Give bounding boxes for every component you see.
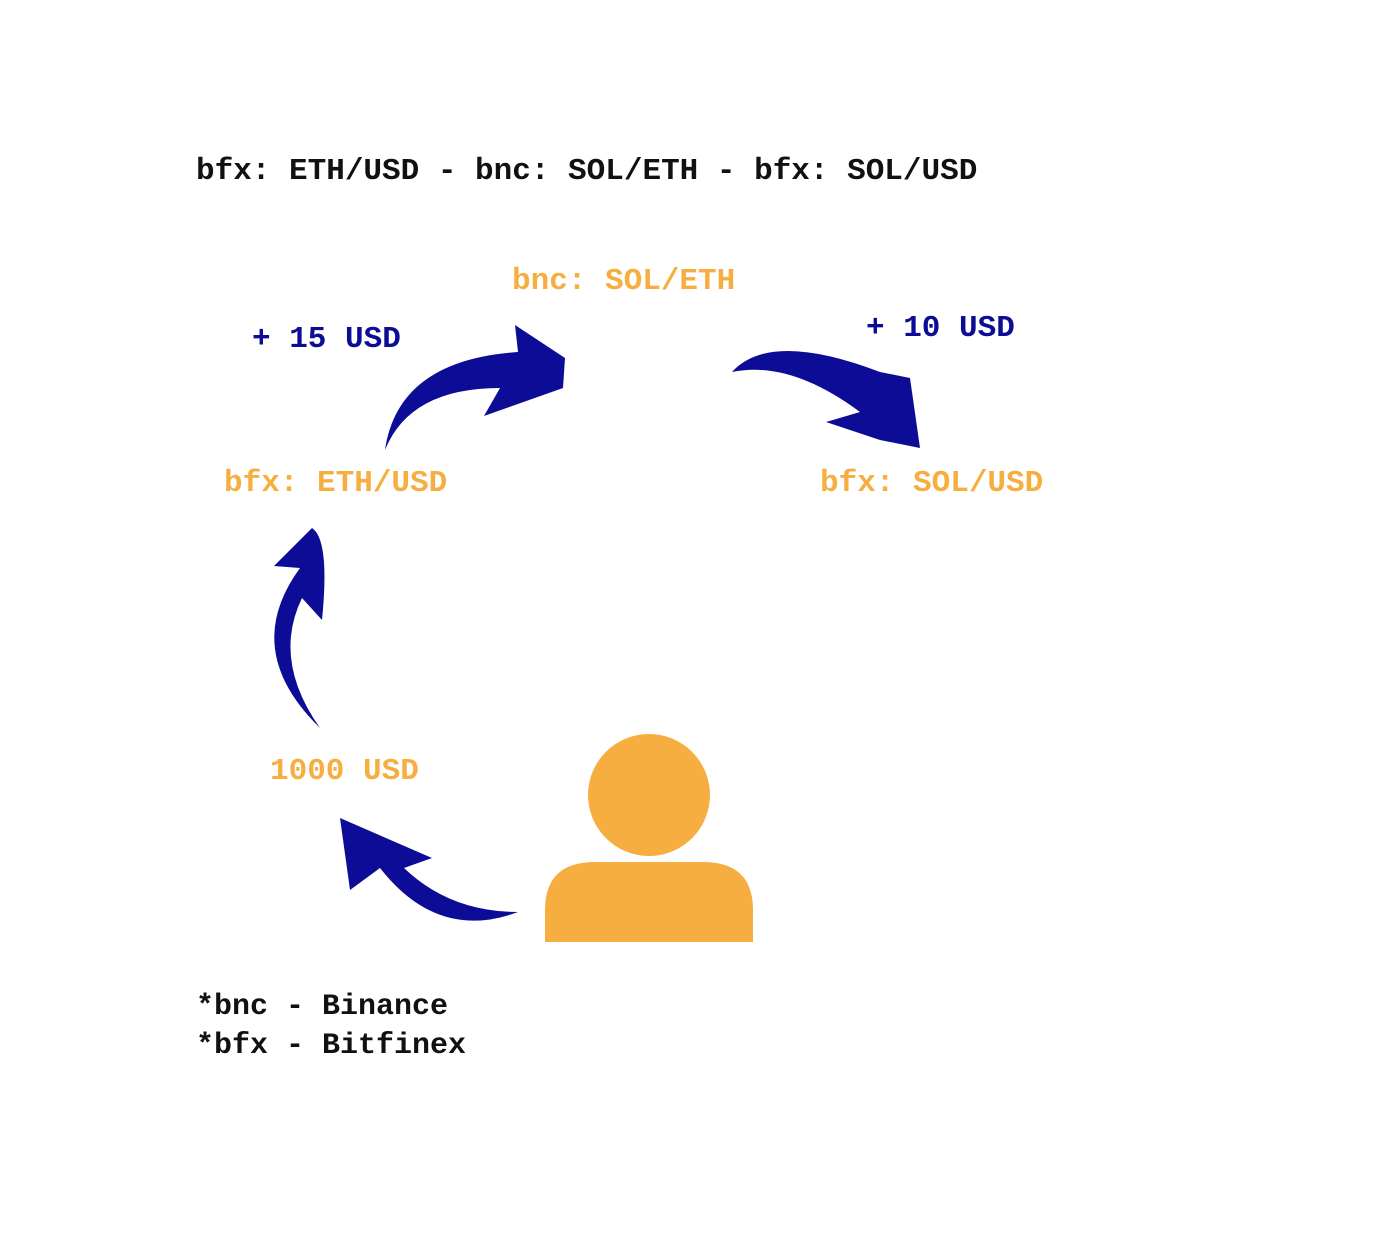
node-eth-usd: bfx: ETH/USD bbox=[224, 466, 448, 501]
person-head bbox=[588, 734, 710, 856]
curved-arrow-icon bbox=[340, 818, 518, 921]
legend-item-binance: *bnc - Binance bbox=[196, 990, 449, 1024]
person-body bbox=[545, 862, 753, 942]
profit-label-first: + 15 USD bbox=[252, 322, 401, 357]
page-title: bfx: ETH/USD - bnc: SOL/ETH - bfx: SOL/U… bbox=[196, 154, 978, 189]
node-sol-eth: bnc: SOL/ETH bbox=[512, 264, 736, 299]
curved-arrow-icon bbox=[732, 351, 920, 448]
curved-arrow-icon bbox=[274, 528, 325, 728]
legend-item-bitfinex: *bfx - Bitfinex bbox=[196, 1029, 467, 1063]
profit-label-second: + 10 USD bbox=[866, 311, 1015, 346]
node-start-balance: 1000 USD bbox=[270, 754, 419, 789]
person-icon bbox=[545, 734, 753, 942]
node-sol-usd: bfx: SOL/USD bbox=[820, 466, 1044, 501]
curved-arrow-icon bbox=[385, 325, 565, 450]
